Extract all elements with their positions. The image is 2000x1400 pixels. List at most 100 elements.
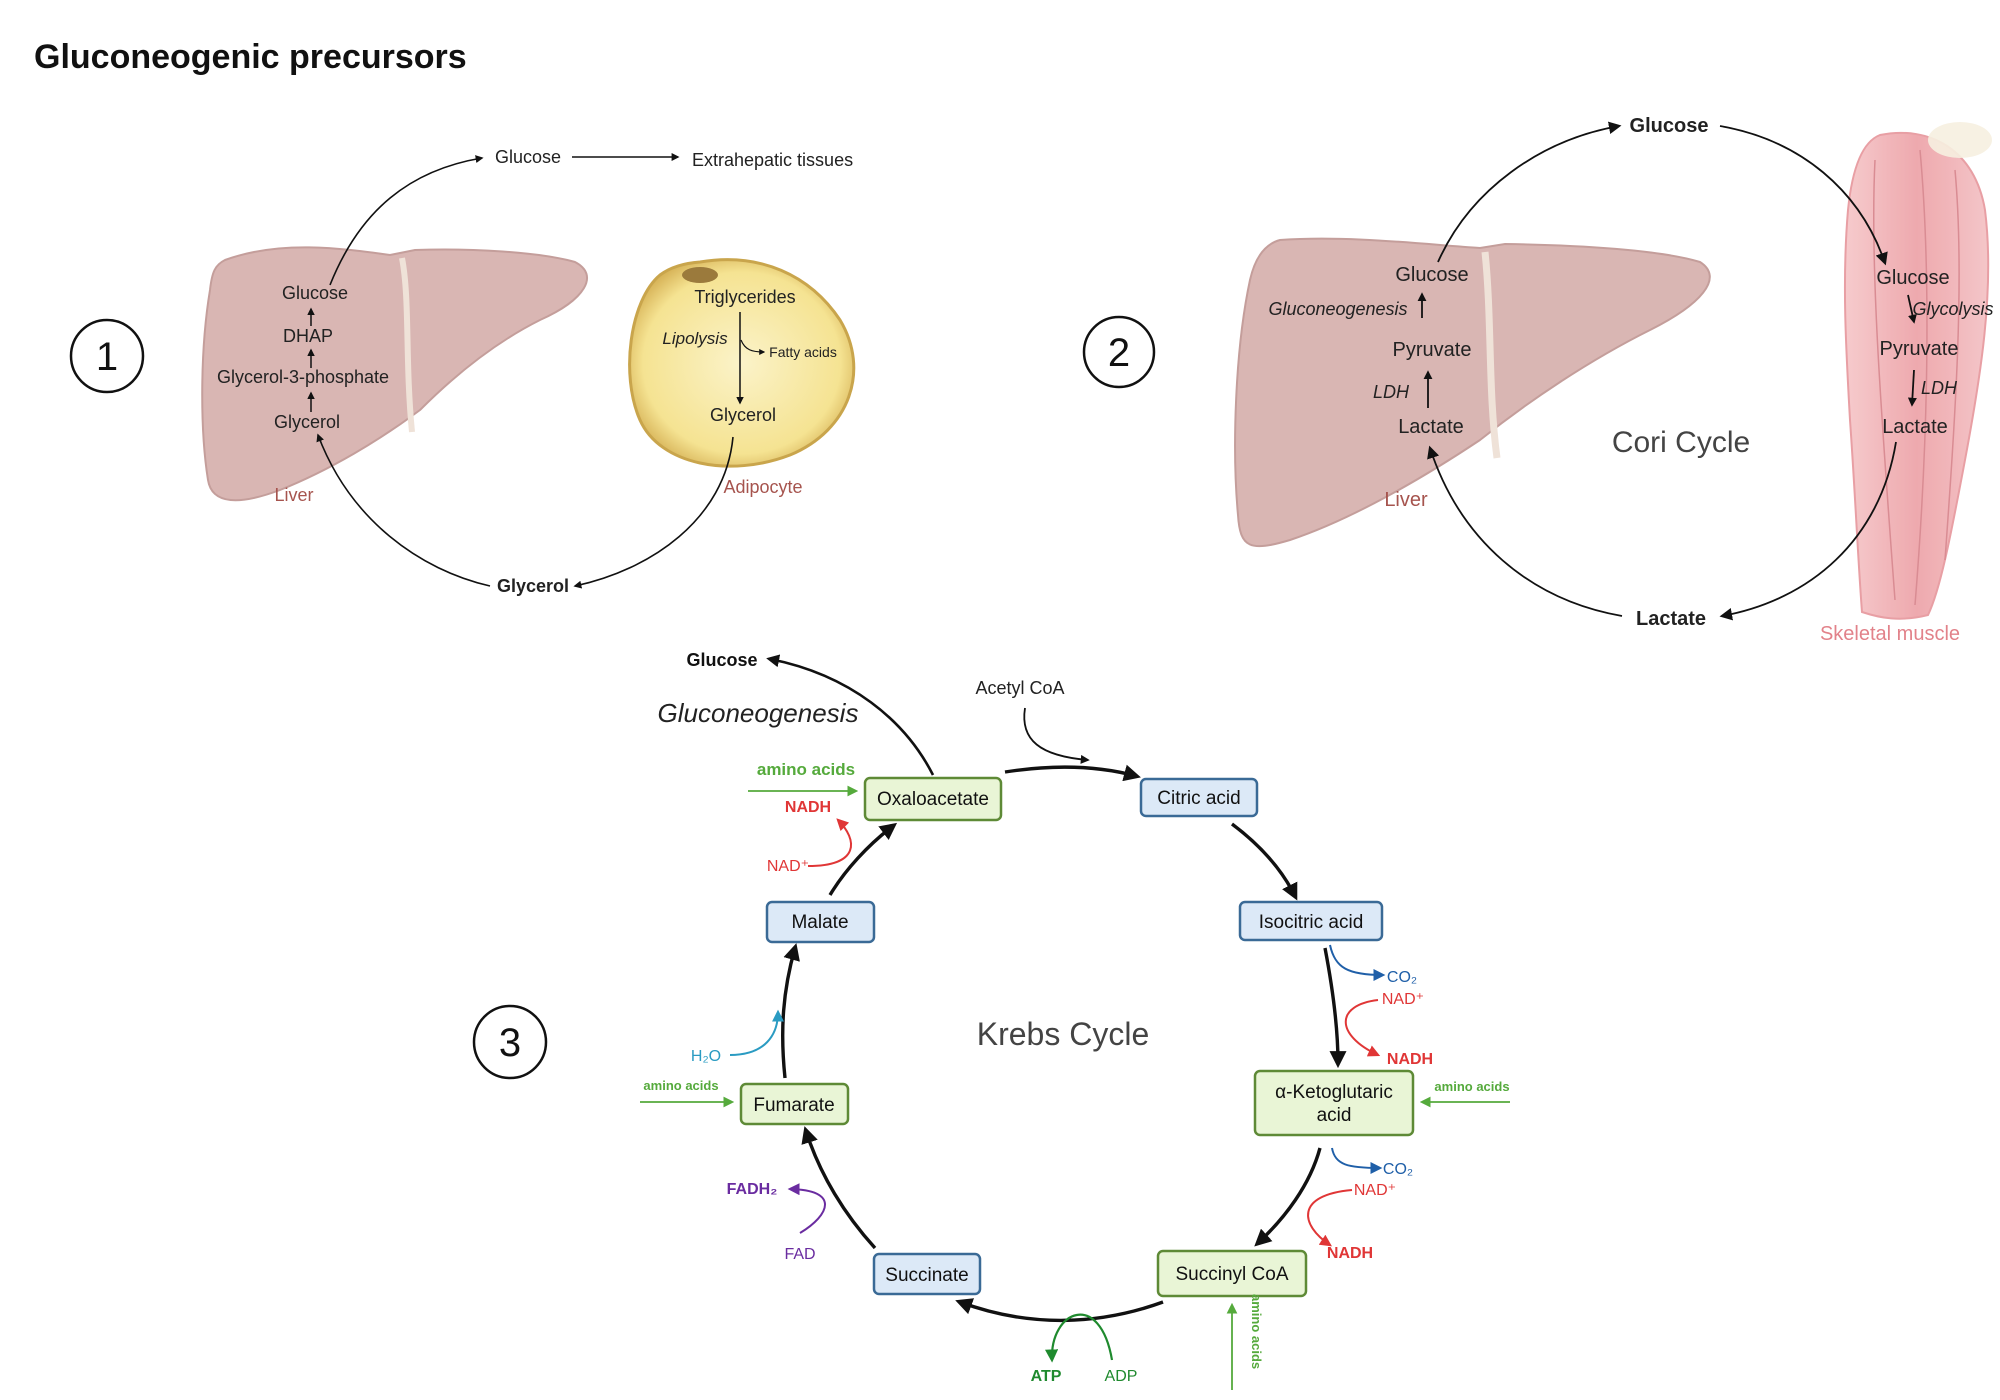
p1-arrow-fatty-acids xyxy=(740,339,766,355)
alpha-ketoglutaric-box xyxy=(1253,1069,1415,1137)
p3-arrow-nad-nadh-oaa xyxy=(807,818,852,867)
p1-liver-glucose: Glucose xyxy=(282,283,348,303)
panel-2: 2 Glucose Gluconeogenesis Pyruvate LDH L… xyxy=(1082,115,1994,645)
p3-acetyl-coa: Acetyl CoA xyxy=(975,678,1064,698)
alpha-ketoglutaric-label-2: acid xyxy=(1317,1105,1352,1126)
arrow-malate-to-oaa xyxy=(828,822,898,896)
p1-liver-dhap: DHAP xyxy=(283,326,333,346)
liver-illustration-2 xyxy=(1234,237,1711,548)
p2-muscle-glucose: Glucose xyxy=(1876,267,1949,289)
malate-box xyxy=(765,900,876,944)
isocitric-acid-box xyxy=(1238,900,1384,942)
p3-co2-2: CO₂ xyxy=(1383,1161,1413,1178)
p1-top-glucose: Glucose xyxy=(495,147,561,167)
p1-arrow-liver-to-glucose xyxy=(329,155,484,286)
skeletal-muscle-illustration xyxy=(1843,131,1990,620)
isocitric-acid-label: Isocitric acid xyxy=(1259,912,1364,933)
p3-gluconeogenesis: Gluconeogenesis xyxy=(658,698,859,728)
p2-glycolysis: Glycolysis xyxy=(1912,299,1993,319)
citric-acid-label: Citric acid xyxy=(1157,788,1240,809)
p3-nadh-oaa: NADH xyxy=(785,799,831,816)
p1-bottom-glycerol: Glycerol xyxy=(497,576,569,596)
panel-3-number: 3 xyxy=(499,1021,521,1065)
p3-arrow-acetyl-coa-in xyxy=(1023,707,1090,764)
p1-adipo-glycerol: Glycerol xyxy=(710,405,776,425)
p2-gluconeogenesis: Gluconeogenesis xyxy=(1268,299,1407,319)
p3-arrow-co2-1 xyxy=(1329,944,1386,981)
arrow-succinyl-to-succinate xyxy=(955,1298,1164,1323)
p2-bottom-lactate: Lactate xyxy=(1636,608,1706,630)
p2-arrow-muscle-to-lactate xyxy=(1719,441,1897,621)
p3-h2o: H₂O xyxy=(691,1048,721,1065)
panel-3-number-circle xyxy=(472,1004,548,1080)
arrow-isocitric-to-akg xyxy=(1323,947,1347,1069)
liver-ligament-1 xyxy=(399,257,415,433)
p2-ldh-liver: LDH xyxy=(1373,382,1410,402)
p1-arrow-glycerol-to-liver xyxy=(316,433,491,587)
panel-1-number: 1 xyxy=(96,335,118,379)
arrow-fumarate-to-malate xyxy=(781,943,800,1079)
muscle-tendon xyxy=(1928,122,1992,158)
succinate-label: Succinate xyxy=(885,1265,968,1286)
p3-arrow-oaa-to-glucose xyxy=(766,654,935,776)
panel-3: 3 Glucose Gluconeogenesis Acetyl CoA Kre… xyxy=(472,650,1510,1390)
p3-arrow-nad-nadh-1 xyxy=(1345,999,1381,1057)
panel-2-number-circle xyxy=(1082,315,1156,389)
succinyl-coa-box xyxy=(1156,1249,1308,1298)
p1-adipocyte-label: Adipocyte xyxy=(723,477,802,497)
p3-arrow-adp-atp xyxy=(1044,1313,1114,1363)
alpha-ketoglutaric-label-1: α-Ketoglutaric xyxy=(1275,1082,1393,1103)
arrow-succinate-to-fumarate xyxy=(801,1126,877,1250)
p1-extrahepatic: Extrahepatic tissues xyxy=(692,150,853,170)
p3-nadh-1: NADH xyxy=(1387,1051,1433,1068)
liver-ligament-2 xyxy=(1481,251,1501,459)
p3-nadh-2: NADH xyxy=(1327,1245,1373,1262)
p1-fatty-acids: Fatty acids xyxy=(769,344,837,360)
p2-muscle-pyruvate: Pyruvate xyxy=(1880,338,1959,360)
p2-arrow-liver-to-glucose xyxy=(1437,121,1622,263)
succinyl-coa-label: Succinyl CoA xyxy=(1176,1264,1289,1285)
adipocyte-illustration xyxy=(628,258,856,468)
p3-co2-1: CO₂ xyxy=(1387,969,1417,986)
fumarate-box xyxy=(739,1082,850,1126)
p3-arrow-fad-fadh2 xyxy=(787,1183,826,1234)
p2-arrow-mpyr-mlac xyxy=(1907,369,1917,407)
p3-nad-oaa: NAD⁺ xyxy=(767,858,809,875)
p3-amino-acids-fum: amino acids xyxy=(643,1078,718,1093)
p1-liver-g3p: Glycerol-3-phosphate xyxy=(217,367,389,387)
arrow-akg-to-succinyl xyxy=(1254,1147,1322,1247)
p1-liver-glycerol: Glycerol xyxy=(274,412,340,432)
p2-liver-lactate: Lactate xyxy=(1398,416,1464,438)
p1-liver-label: Liver xyxy=(274,485,313,505)
p3-glucose: Glucose xyxy=(686,650,757,670)
p1-lipolysis: Lipolysis xyxy=(662,329,728,348)
p1-arrow-adipo-to-glycerol xyxy=(573,436,734,589)
panel-2-number: 2 xyxy=(1108,331,1130,375)
succinate-box xyxy=(872,1252,982,1296)
malate-label: Malate xyxy=(791,912,848,933)
p3-nad-2: NAD⁺ xyxy=(1354,1182,1396,1199)
panel-1: 1 Glucose DHAP Glycerol-3-phosphate Glyc… xyxy=(69,147,856,596)
muscle-fiber-1 xyxy=(1872,159,1896,601)
muscle-fiber-3 xyxy=(1944,169,1960,561)
panel-1-number-circle xyxy=(69,318,145,394)
p2-cycle-name: Cori Cycle xyxy=(1612,426,1750,459)
adipocyte-nucleus xyxy=(682,267,718,283)
p3-fad: FAD xyxy=(784,1246,815,1263)
p2-liver-label: Liver xyxy=(1384,489,1428,511)
liver-illustration-1 xyxy=(201,246,588,502)
p3-amino-acids-akg: amino acids xyxy=(1434,1079,1509,1094)
oxaloacetate-label: Oxaloacetate xyxy=(877,789,989,810)
p2-liver-pyruvate: Pyruvate xyxy=(1393,339,1472,361)
p3-adp: ADP xyxy=(1105,1368,1138,1385)
arrow-oaa-to-citric xyxy=(1004,764,1141,782)
p2-top-glucose: Glucose xyxy=(1630,115,1709,137)
fumarate-label: Fumarate xyxy=(753,1095,834,1116)
p2-arrow-lactate-to-liver xyxy=(1427,445,1623,617)
arrow-citric-to-isocitric xyxy=(1230,822,1298,901)
p3-nad-1: NAD⁺ xyxy=(1382,991,1424,1008)
p2-muscle-label: Skeletal muscle xyxy=(1820,623,1960,645)
p3-atp: ATP xyxy=(1031,1368,1062,1385)
p3-arrow-h2o xyxy=(729,1009,784,1056)
